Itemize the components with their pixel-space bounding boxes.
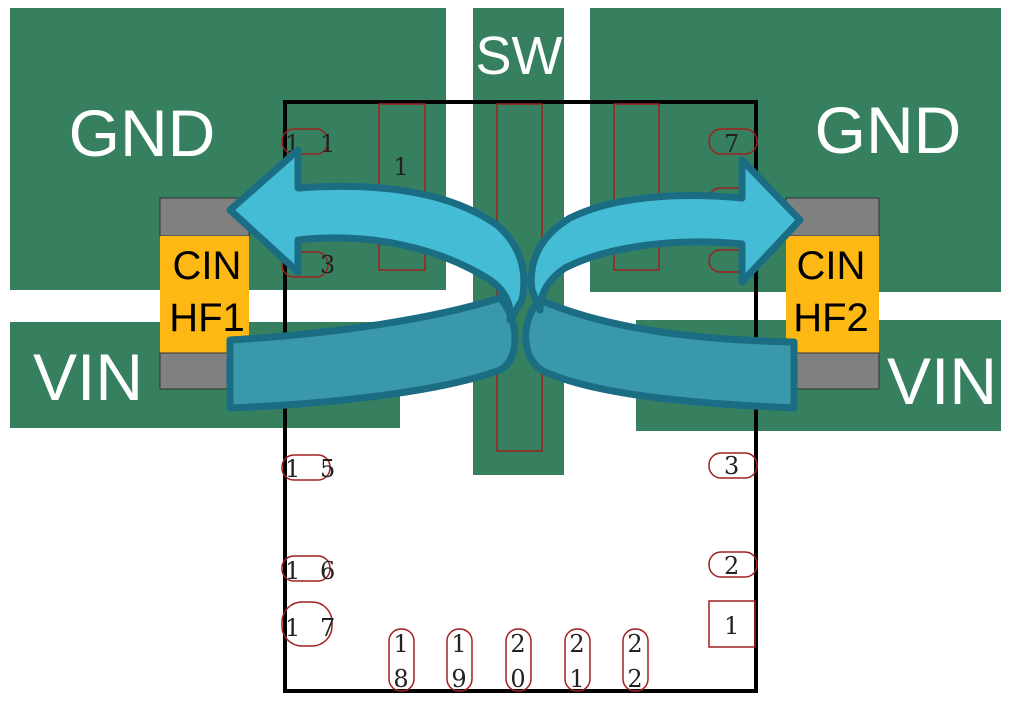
bottom-pin-18: 1 8: [388, 628, 415, 693]
right-pin-1: 1: [708, 600, 756, 648]
svg-text:9: 9: [451, 665, 466, 693]
svg-text:7: 7: [320, 614, 335, 642]
left-pin-7: 1 7: [281, 601, 335, 647]
capacitor-cin-hf2: CIN HF2: [785, 197, 880, 390]
right-pin-7: 7: [708, 128, 758, 158]
current-loop-arrow-left: [226, 146, 528, 412]
svg-text:8: 8: [393, 665, 408, 693]
svg-text:2: 2: [627, 630, 642, 658]
cin-hf1-line2: HF1: [169, 296, 245, 340]
svg-text:1: 1: [451, 630, 466, 658]
bottom-pin-22: 2 2: [622, 628, 649, 693]
bottom-pin-19: 1 9: [446, 628, 473, 693]
svg-text:3: 3: [724, 452, 739, 480]
current-loop-arrow-right: [522, 156, 804, 412]
svg-text:6: 6: [320, 557, 335, 585]
svg-text:1: 1: [393, 630, 408, 658]
right-pin-2: 2: [708, 551, 758, 580]
svg-text:1: 1: [569, 665, 584, 693]
svg-text:0: 0: [510, 665, 525, 693]
sw-label: SW: [476, 26, 563, 86]
svg-text:2: 2: [569, 630, 584, 658]
left-pin-3: 3: [281, 251, 335, 279]
cin-hf2-line2: HF2: [793, 296, 869, 340]
svg-text:2: 2: [627, 665, 642, 693]
bottom-pin-20: 2 0: [505, 628, 532, 693]
svg-text:3: 3: [320, 251, 335, 279]
svg-text:1: 1: [285, 614, 300, 642]
gnd-label-left: GND: [69, 96, 216, 170]
inner-pad-left-label: 1: [393, 153, 408, 181]
vin-label-right: VIN: [887, 344, 997, 418]
svg-text:1: 1: [320, 130, 335, 158]
vin-label-left: VIN: [33, 340, 143, 414]
inner-pad-right: [613, 103, 660, 271]
svg-text:5: 5: [320, 455, 335, 483]
right-pin-3: 3: [708, 452, 758, 480]
left-pin-6: 1 6: [281, 555, 335, 585]
left-pin-5: 1 5: [281, 454, 335, 483]
bottom-pin-21: 2 1: [564, 628, 591, 693]
svg-text:7: 7: [724, 130, 739, 158]
svg-text:1: 1: [724, 612, 739, 640]
cin-hf1-line1: CIN: [173, 244, 242, 288]
gnd-label-right: GND: [815, 93, 962, 167]
svg-text:1: 1: [285, 557, 300, 585]
svg-text:2: 2: [724, 552, 739, 580]
svg-text:2: 2: [510, 630, 525, 658]
cin-hf2-line1: CIN: [797, 244, 866, 288]
svg-text:1: 1: [285, 455, 300, 483]
